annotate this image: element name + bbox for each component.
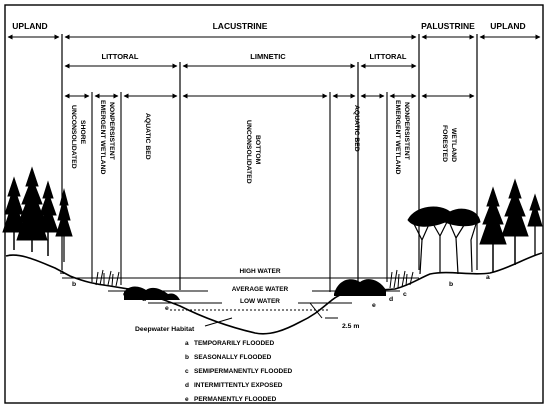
average-water-label-bg xyxy=(208,283,312,293)
legend-letter-b: b xyxy=(185,354,189,361)
left-aquatic-bed-vegetation xyxy=(124,286,180,300)
class-label-forested-wetland: FORESTED WETLAND xyxy=(441,125,457,162)
depth-marker xyxy=(309,302,338,319)
class-label-unconsolidated-bottom: UNCONSOLIDATED BOTTOM xyxy=(245,120,261,184)
class-label-unconsolidated-bottom-line2: BOTTOM xyxy=(254,135,261,165)
left-emergent-vegetation xyxy=(95,269,120,287)
zone-label-upland-right: UPLAND xyxy=(490,21,525,31)
legend-letter-d: d xyxy=(185,382,189,389)
class-label-forested-wetland-line2: WETLAND xyxy=(450,128,457,162)
right-forested-wetland-trees xyxy=(407,178,543,275)
legend-letter-e: e xyxy=(185,396,189,403)
legend-text-b: SEASONALLY FLOODED xyxy=(194,354,272,361)
hydrology-legend: a TEMPORARILY FLOODED b SEASONALLY FLOOD… xyxy=(185,340,293,403)
class-label-emergent-left-line1: EMERGENT WETLAND xyxy=(99,100,106,174)
marker-c-right: c xyxy=(403,291,407,298)
average-water-label: AVERAGE WATER xyxy=(232,286,289,293)
subzone-label-littoral-right: LITTORAL xyxy=(370,52,407,61)
class-label-emergent-right: EMERGENT WETLAND NONPERSISTENT xyxy=(394,100,410,174)
zone-label-upland-left: UPLAND xyxy=(12,21,47,31)
marker-d-right: d xyxy=(389,296,393,303)
marker-e-right: e xyxy=(372,302,376,309)
legend-text-e: PERMANENTLY FLOODED xyxy=(194,396,277,403)
deepwater-habitat-label: Deepwater Habitat xyxy=(135,326,195,333)
marker-b-left: b xyxy=(72,281,76,288)
depth-label: 2.5 m xyxy=(342,323,359,330)
zone-label-lacustrine: LACUSTRINE xyxy=(213,21,268,31)
class-label-unconsolidated-shore-line2: SHORE xyxy=(79,120,86,145)
high-water-label: HIGH WATER xyxy=(239,268,280,275)
subzone-label-limnetic: LIMNETIC xyxy=(250,52,286,61)
class-label-unconsolidated-shore-line1: UNCONSOLIDATED xyxy=(70,105,77,169)
class-label-aquatic-bed-left: AQUATIC BED xyxy=(144,113,151,160)
class-label-emergent-right-line1: EMERGENT WETLAND xyxy=(394,100,401,174)
marker-a-left: a xyxy=(60,269,64,276)
legend-text-a: TEMPORARILY FLOODED xyxy=(194,340,274,347)
subzone-dividers xyxy=(179,62,359,290)
class-label-emergent-left-line2: NONPERSISTENT xyxy=(108,102,115,161)
legend-text-d: INTERMITTENTLY EXPOSED xyxy=(194,382,283,389)
zone-label-palustrine: PALUSTRINE xyxy=(421,21,475,31)
class-label-emergent-left: EMERGENT WETLAND NONPERSISTENT xyxy=(99,100,115,174)
legend-text-c: SEMIPERMANENTLY FLOODED xyxy=(194,368,293,375)
right-emergent-vegetation xyxy=(389,269,414,289)
diagram-frame xyxy=(4,4,544,404)
class-label-unconsolidated-shore: UNCONSOLIDATED SHORE xyxy=(70,105,86,169)
right-aquatic-bed-vegetation xyxy=(334,279,386,296)
deepwater-pointer xyxy=(204,317,233,327)
subzone-label-littoral-left: LITTORAL xyxy=(102,52,139,61)
low-water-label-bg xyxy=(222,295,298,305)
class-label-forested-wetland-line1: FORESTED xyxy=(441,125,448,162)
low-water-label: LOW WATER xyxy=(240,298,280,305)
class-label-aquatic-bed-right: AQUATIC BED xyxy=(353,105,360,152)
marker-a-right: a xyxy=(486,274,490,281)
class-label-unconsolidated-bottom-line1: UNCONSOLIDATED xyxy=(245,120,252,184)
left-upland-trees xyxy=(2,166,73,262)
marker-b-right: b xyxy=(449,281,453,288)
class-dividers xyxy=(91,92,388,292)
class-label-emergent-right-line2: NONPERSISTENT xyxy=(403,102,410,161)
legend-letter-a: a xyxy=(185,340,189,347)
high-water-label-bg xyxy=(200,265,320,275)
marker-e-left: e xyxy=(165,305,169,312)
legend-letter-c: c xyxy=(185,368,189,375)
